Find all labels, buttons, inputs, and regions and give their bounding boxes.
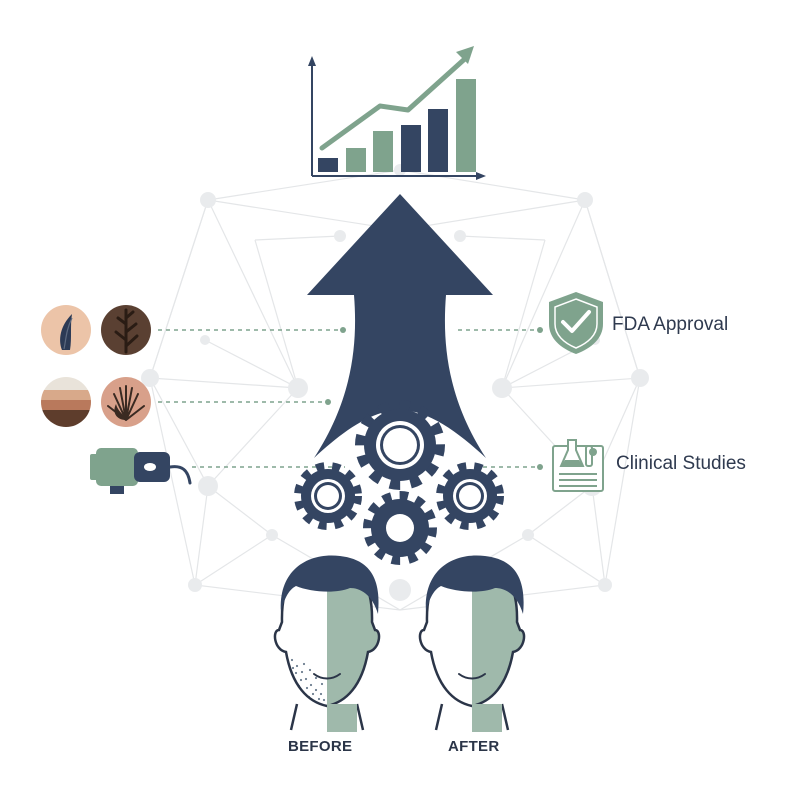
- hair-follicle-light-icon: [41, 305, 91, 355]
- face-before-icon: [273, 555, 381, 732]
- upward-arrow-icon: [307, 194, 493, 458]
- after-label: AFTER: [448, 738, 500, 755]
- lab-report-icon: [552, 439, 604, 492]
- connector-lines: [158, 329, 540, 468]
- clinical-studies-label: Clinical Studies: [616, 453, 746, 474]
- skin-layers-icon: [41, 377, 91, 427]
- laser-device-icon: [90, 448, 192, 494]
- gears-icon: [294, 400, 504, 565]
- face-after-icon: [418, 555, 526, 732]
- connector-dots: [325, 327, 543, 470]
- hair-root-icon: [101, 377, 151, 427]
- hair-follicle-dark-icon: [101, 305, 151, 355]
- gear-bottom: [363, 491, 437, 565]
- gear-left: [294, 462, 362, 530]
- gear-right: [436, 462, 504, 530]
- shield-check-icon: [549, 292, 603, 354]
- growth-chart-icon: [308, 46, 486, 180]
- fda-approval-label: FDA Approval: [612, 314, 729, 335]
- gear-top: [355, 400, 445, 490]
- before-label: BEFORE: [288, 738, 353, 755]
